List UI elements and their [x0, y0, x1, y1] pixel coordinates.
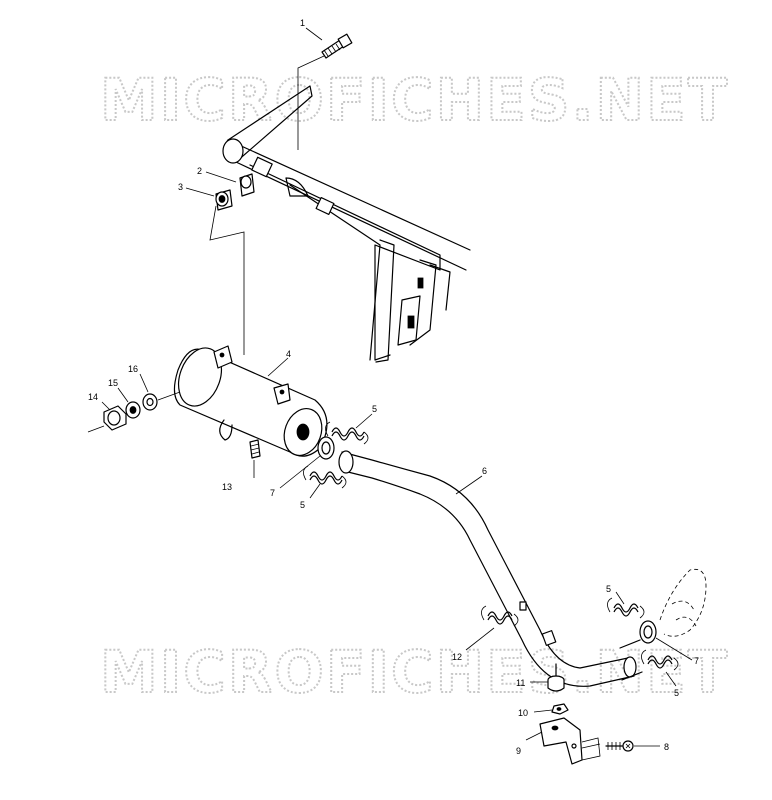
leader-bracket-bolt [581, 737, 601, 761]
leader-bolt-to-frame [297, 55, 325, 150]
bolt-part-1 [321, 33, 353, 59]
leader-bushing-to-muffler [209, 205, 245, 355]
spring-part-5-upper-left [325, 421, 369, 445]
gasket-part-7-right [639, 620, 657, 644]
callout-11: 11 [516, 678, 525, 688]
watermark-top: MICROFICHES.NET [100, 66, 729, 134]
leader-stud-axis [157, 391, 181, 401]
callout-9: 9 [516, 746, 521, 756]
callout-5-lower-right: 5 [674, 688, 679, 698]
frame-rail [222, 85, 471, 363]
bracket-part-9 [539, 717, 583, 765]
callout-14: 14 [88, 392, 98, 402]
callout-6: 6 [482, 466, 487, 476]
nut-part-14 [87, 405, 127, 433]
bolt-part-8 [605, 740, 634, 752]
watermark-bottom: MICROFICHES.NET [100, 638, 729, 706]
bushing-part-3 [215, 189, 233, 211]
muffler-part-4 [173, 345, 328, 457]
bushing-part-2 [239, 173, 255, 197]
nut-part-10 [551, 703, 569, 715]
callout-7-left: 7 [270, 488, 275, 498]
stud-part-13 [249, 439, 261, 459]
callout-5-upper-left: 5 [372, 404, 377, 414]
callout-leaders [101, 27, 693, 747]
spring-part-5-upper-right [607, 597, 645, 619]
spring-part-5-lower-right [641, 649, 679, 671]
callout-16: 16 [128, 364, 138, 374]
washer-part-15 [125, 401, 141, 419]
callout-3: 3 [178, 182, 183, 192]
callout-7-right: 7 [694, 656, 699, 666]
callout-2: 2 [197, 166, 202, 176]
engine-exhaust-port-outline [659, 568, 707, 637]
callout-15: 15 [108, 378, 118, 388]
callout-8: 8 [664, 742, 669, 752]
callout-4: 4 [286, 349, 291, 359]
spring-part-5-lower-left [303, 465, 347, 489]
callout-13: 13 [222, 482, 232, 492]
callout-5-lower-left: 5 [300, 500, 305, 510]
callout-12: 12 [452, 652, 462, 662]
callout-10: 10 [518, 708, 528, 718]
gasket-part-7-left [317, 436, 335, 460]
callout-5-upper-right: 5 [606, 584, 611, 594]
rubber-mount-part-11 [547, 663, 565, 692]
washer-part-16 [142, 393, 158, 411]
callout-1: 1 [300, 18, 305, 28]
